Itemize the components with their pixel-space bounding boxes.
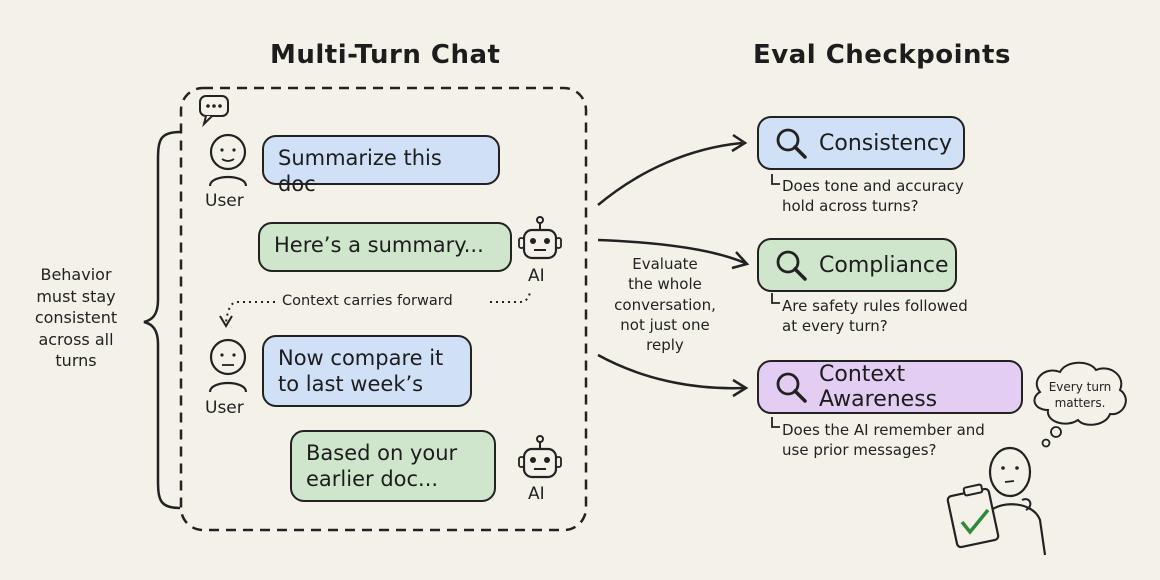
speaker-label: AI	[528, 484, 545, 504]
chat-container	[179, 86, 588, 532]
checkmark-icon	[960, 508, 990, 535]
arrow-context-head	[732, 378, 749, 398]
clipboard-icon	[946, 483, 1000, 549]
arrow-context	[597, 353, 746, 390]
left-note: Behavior must stay consistent across all…	[34, 265, 118, 371]
magnifier-icon	[776, 128, 807, 159]
context-line-right	[490, 289, 531, 303]
speaker-label: AI	[528, 266, 545, 286]
context-arrow-head	[219, 315, 233, 328]
speaker-label: User	[205, 398, 244, 418]
checkpoint-note: Does tone and accuracy hold across turns…	[782, 177, 964, 216]
robot-icon	[518, 216, 562, 260]
thought-text: Every turn matters.	[1048, 380, 1112, 410]
magnifier-icon	[776, 372, 807, 403]
context-arrow	[225, 301, 275, 323]
user-avatar-icon	[208, 338, 248, 393]
arrow-consistency-head	[731, 133, 748, 153]
user-message: Now compare it to last week’s	[262, 335, 472, 407]
user-avatar-icon	[208, 133, 248, 187]
arrow-consistency	[597, 141, 743, 206]
middle-note: Evaluate the whole conversation, not jus…	[614, 255, 716, 354]
checkpoint-note: Are safety rules followed at every turn?	[782, 297, 968, 336]
arrow-compliance	[597, 238, 746, 265]
magnifier-icon	[776, 250, 807, 281]
robot-icon	[518, 435, 562, 479]
ai-message: Based on your earlier doc...	[290, 430, 496, 502]
checkpoint-label: Context Awareness	[819, 362, 938, 412]
checkpoint-context-awareness: Context Awareness	[757, 360, 1023, 414]
chat-title: Multi-Turn Chat	[270, 40, 501, 70]
checkpoint-label: Consistency	[819, 130, 953, 156]
checkpoint-compliance: Compliance	[757, 238, 957, 292]
eval-title: Eval Checkpoints	[753, 40, 1011, 70]
checkpoint-label: Compliance	[819, 252, 949, 278]
speaker-label: User	[205, 191, 244, 211]
user-message: Summarize this doc	[262, 135, 500, 196]
checkpoint-note: Does the AI remember and use prior messa…	[782, 421, 985, 460]
context-label: Context carries forward	[282, 293, 453, 309]
chat-bubble-icon	[199, 95, 229, 128]
arrow-compliance-head	[731, 251, 750, 270]
ai-message: Here’s a summary...	[258, 222, 512, 272]
checkpoint-consistency: Consistency	[757, 116, 965, 170]
thought-cloud	[1033, 361, 1127, 448]
left-brace	[143, 130, 181, 510]
